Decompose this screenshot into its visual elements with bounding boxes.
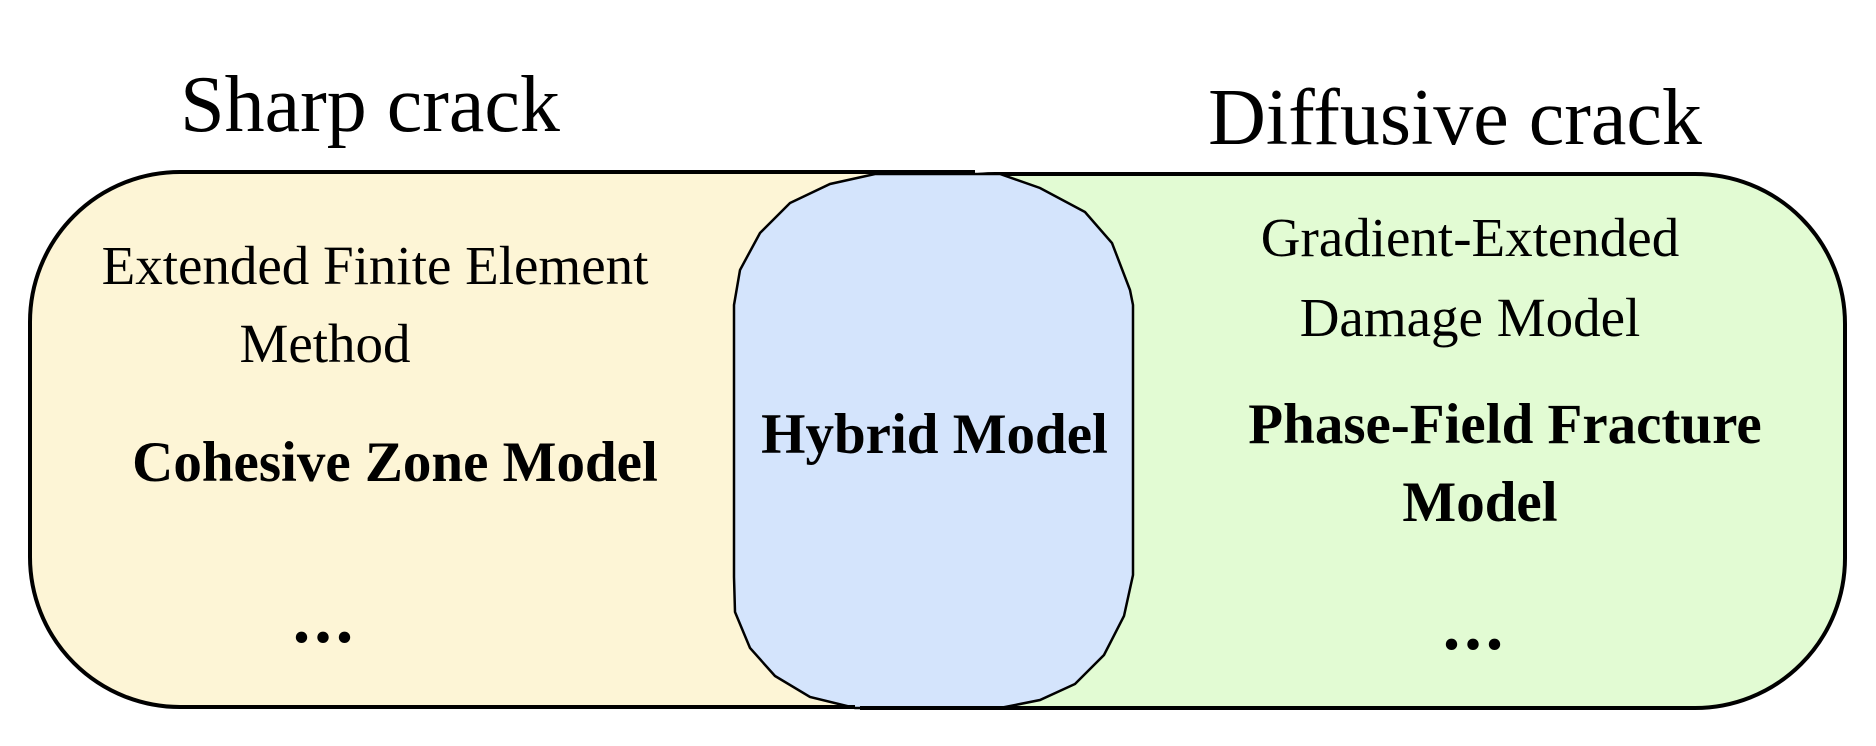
cohesive-zone-model-label: Cohesive Zone Model xyxy=(132,431,658,494)
xfem-label-line2: Method xyxy=(239,313,411,374)
sharp-crack-title: Sharp crack xyxy=(180,61,560,149)
right-more-ellipsis: ... xyxy=(1442,588,1508,665)
phase-field-fracture-label-line2: Model xyxy=(1402,471,1558,534)
left-more-ellipsis: ... xyxy=(292,581,358,658)
diffusive-crack-title: Diffusive crack xyxy=(1208,74,1702,162)
gradient-extended-label-line1: Gradient-Extended xyxy=(1260,207,1680,268)
xfem-label-line1: Extended Finite Element xyxy=(101,235,649,296)
hybrid-model-label: Hybrid Model xyxy=(761,403,1108,466)
gradient-extended-label-line2: Damage Model xyxy=(1299,287,1641,348)
phase-field-fracture-label-line1: Phase-Field Fracture xyxy=(1248,393,1762,456)
